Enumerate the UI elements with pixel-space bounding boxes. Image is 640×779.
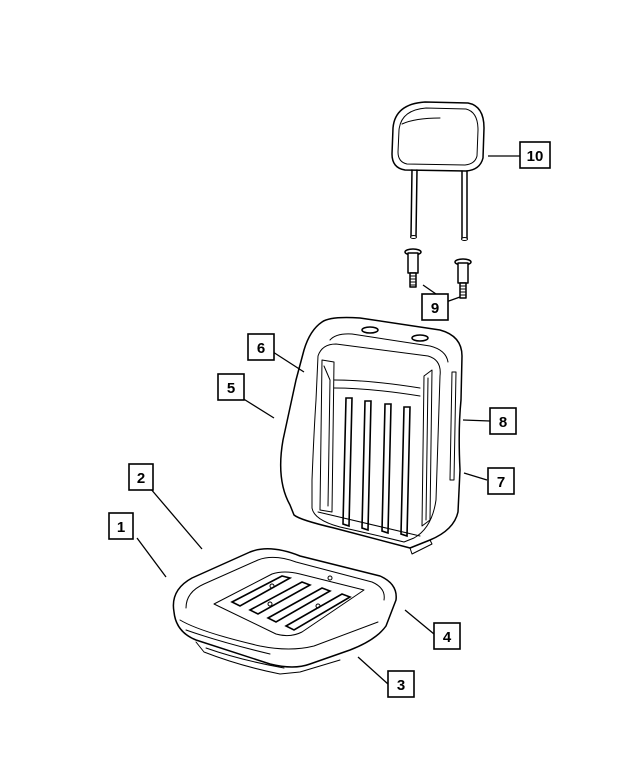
callout-9: 9 [421,293,449,321]
headrest-guide-right [454,258,472,299]
callout-3: 3 [387,670,415,698]
callout-9-label: 9 [431,300,439,317]
callout-8: 8 [489,407,517,435]
leader-lines [136,155,520,685]
callout-4-label: 4 [443,629,452,646]
callout-2: 2 [128,463,154,491]
callout-6-label: 6 [257,340,265,357]
callout-2-label: 2 [137,470,145,487]
callout-4: 4 [433,622,461,650]
seat-back [279,316,463,555]
callout-7: 7 [487,467,515,495]
callout-8-label: 8 [499,414,507,431]
callout-7-label: 7 [497,474,505,491]
callout-10: 10 [519,141,551,169]
callout-6: 6 [247,333,275,361]
callout-5: 5 [217,373,245,401]
headrest [391,101,485,241]
callout-3-label: 3 [397,677,405,694]
callout-10-label: 10 [527,148,544,165]
seat-cushion [172,548,397,675]
callout-1: 1 [108,512,134,540]
callout-1-label: 1 [117,519,125,536]
callout-5-label: 5 [227,380,235,397]
headrest-guide-left [404,248,422,288]
